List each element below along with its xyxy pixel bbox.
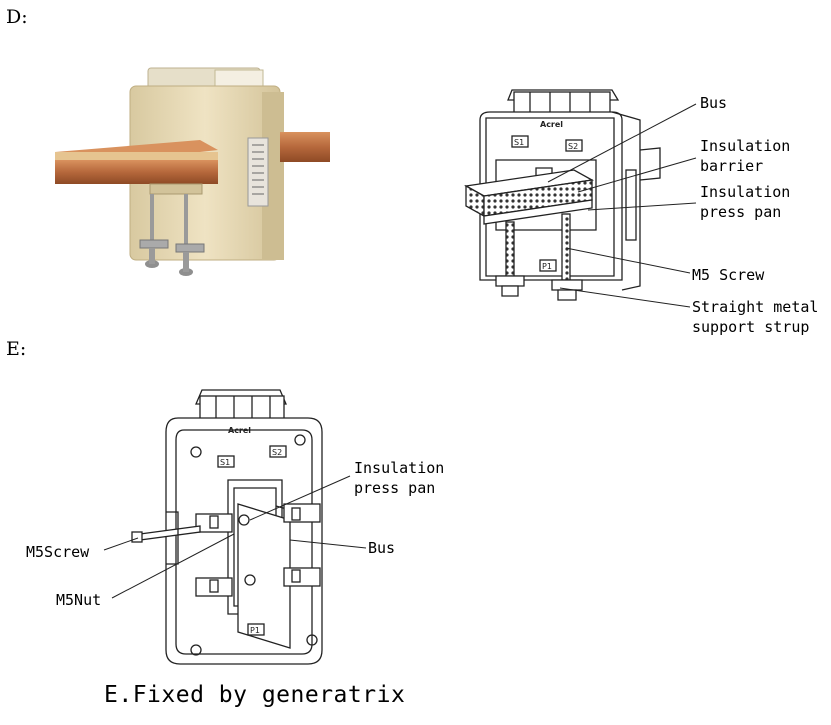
- ct-line-drawing-d: [464, 89, 661, 301]
- brand-d: Acrel: [540, 120, 563, 129]
- callout-press-pan-d-1: Insulation: [700, 183, 791, 201]
- terminal-s2-e: S2: [272, 448, 282, 457]
- callout-bus-e: Bus: [368, 539, 396, 557]
- callout-press-pan-e-2: press pan: [354, 479, 436, 497]
- leader-lines-e: [103, 475, 367, 599]
- callout-press-pan-d-2: press pan: [700, 203, 782, 221]
- terminal-p1-d: P1: [542, 262, 552, 271]
- callout-insulation-barrier-1: Insulation: [700, 137, 791, 155]
- callout-insulation-barrier-2: barrier: [700, 157, 764, 175]
- terminal-s1-d: S1: [514, 138, 524, 147]
- callout-m5-screw-d: M5 Screw: [692, 266, 765, 284]
- section-d-label: D:: [6, 6, 28, 28]
- terminal-s1-e: S1: [220, 458, 230, 467]
- terminal-s2-d: S2: [568, 142, 578, 151]
- callout-m5-nut-e: M5Nut: [56, 591, 102, 609]
- callout-m5-screw-e: M5Screw: [26, 543, 90, 561]
- ct-line-drawing-e: [131, 389, 323, 665]
- brand-e: Acrel: [228, 426, 251, 435]
- leader-lines-d: [547, 103, 697, 308]
- callout-press-pan-e-1: Insulation: [354, 459, 445, 477]
- figure-caption: E.Fixed by generatrix: [104, 682, 406, 708]
- callout-strap-2: support strup: [692, 318, 810, 336]
- callout-strap-1: Straight metal: [692, 298, 819, 316]
- section-e-label: E:: [6, 338, 27, 360]
- callout-bus-d: Bus: [700, 94, 728, 112]
- ct-photo: [55, 67, 330, 276]
- terminal-p1-e: P1: [250, 626, 260, 635]
